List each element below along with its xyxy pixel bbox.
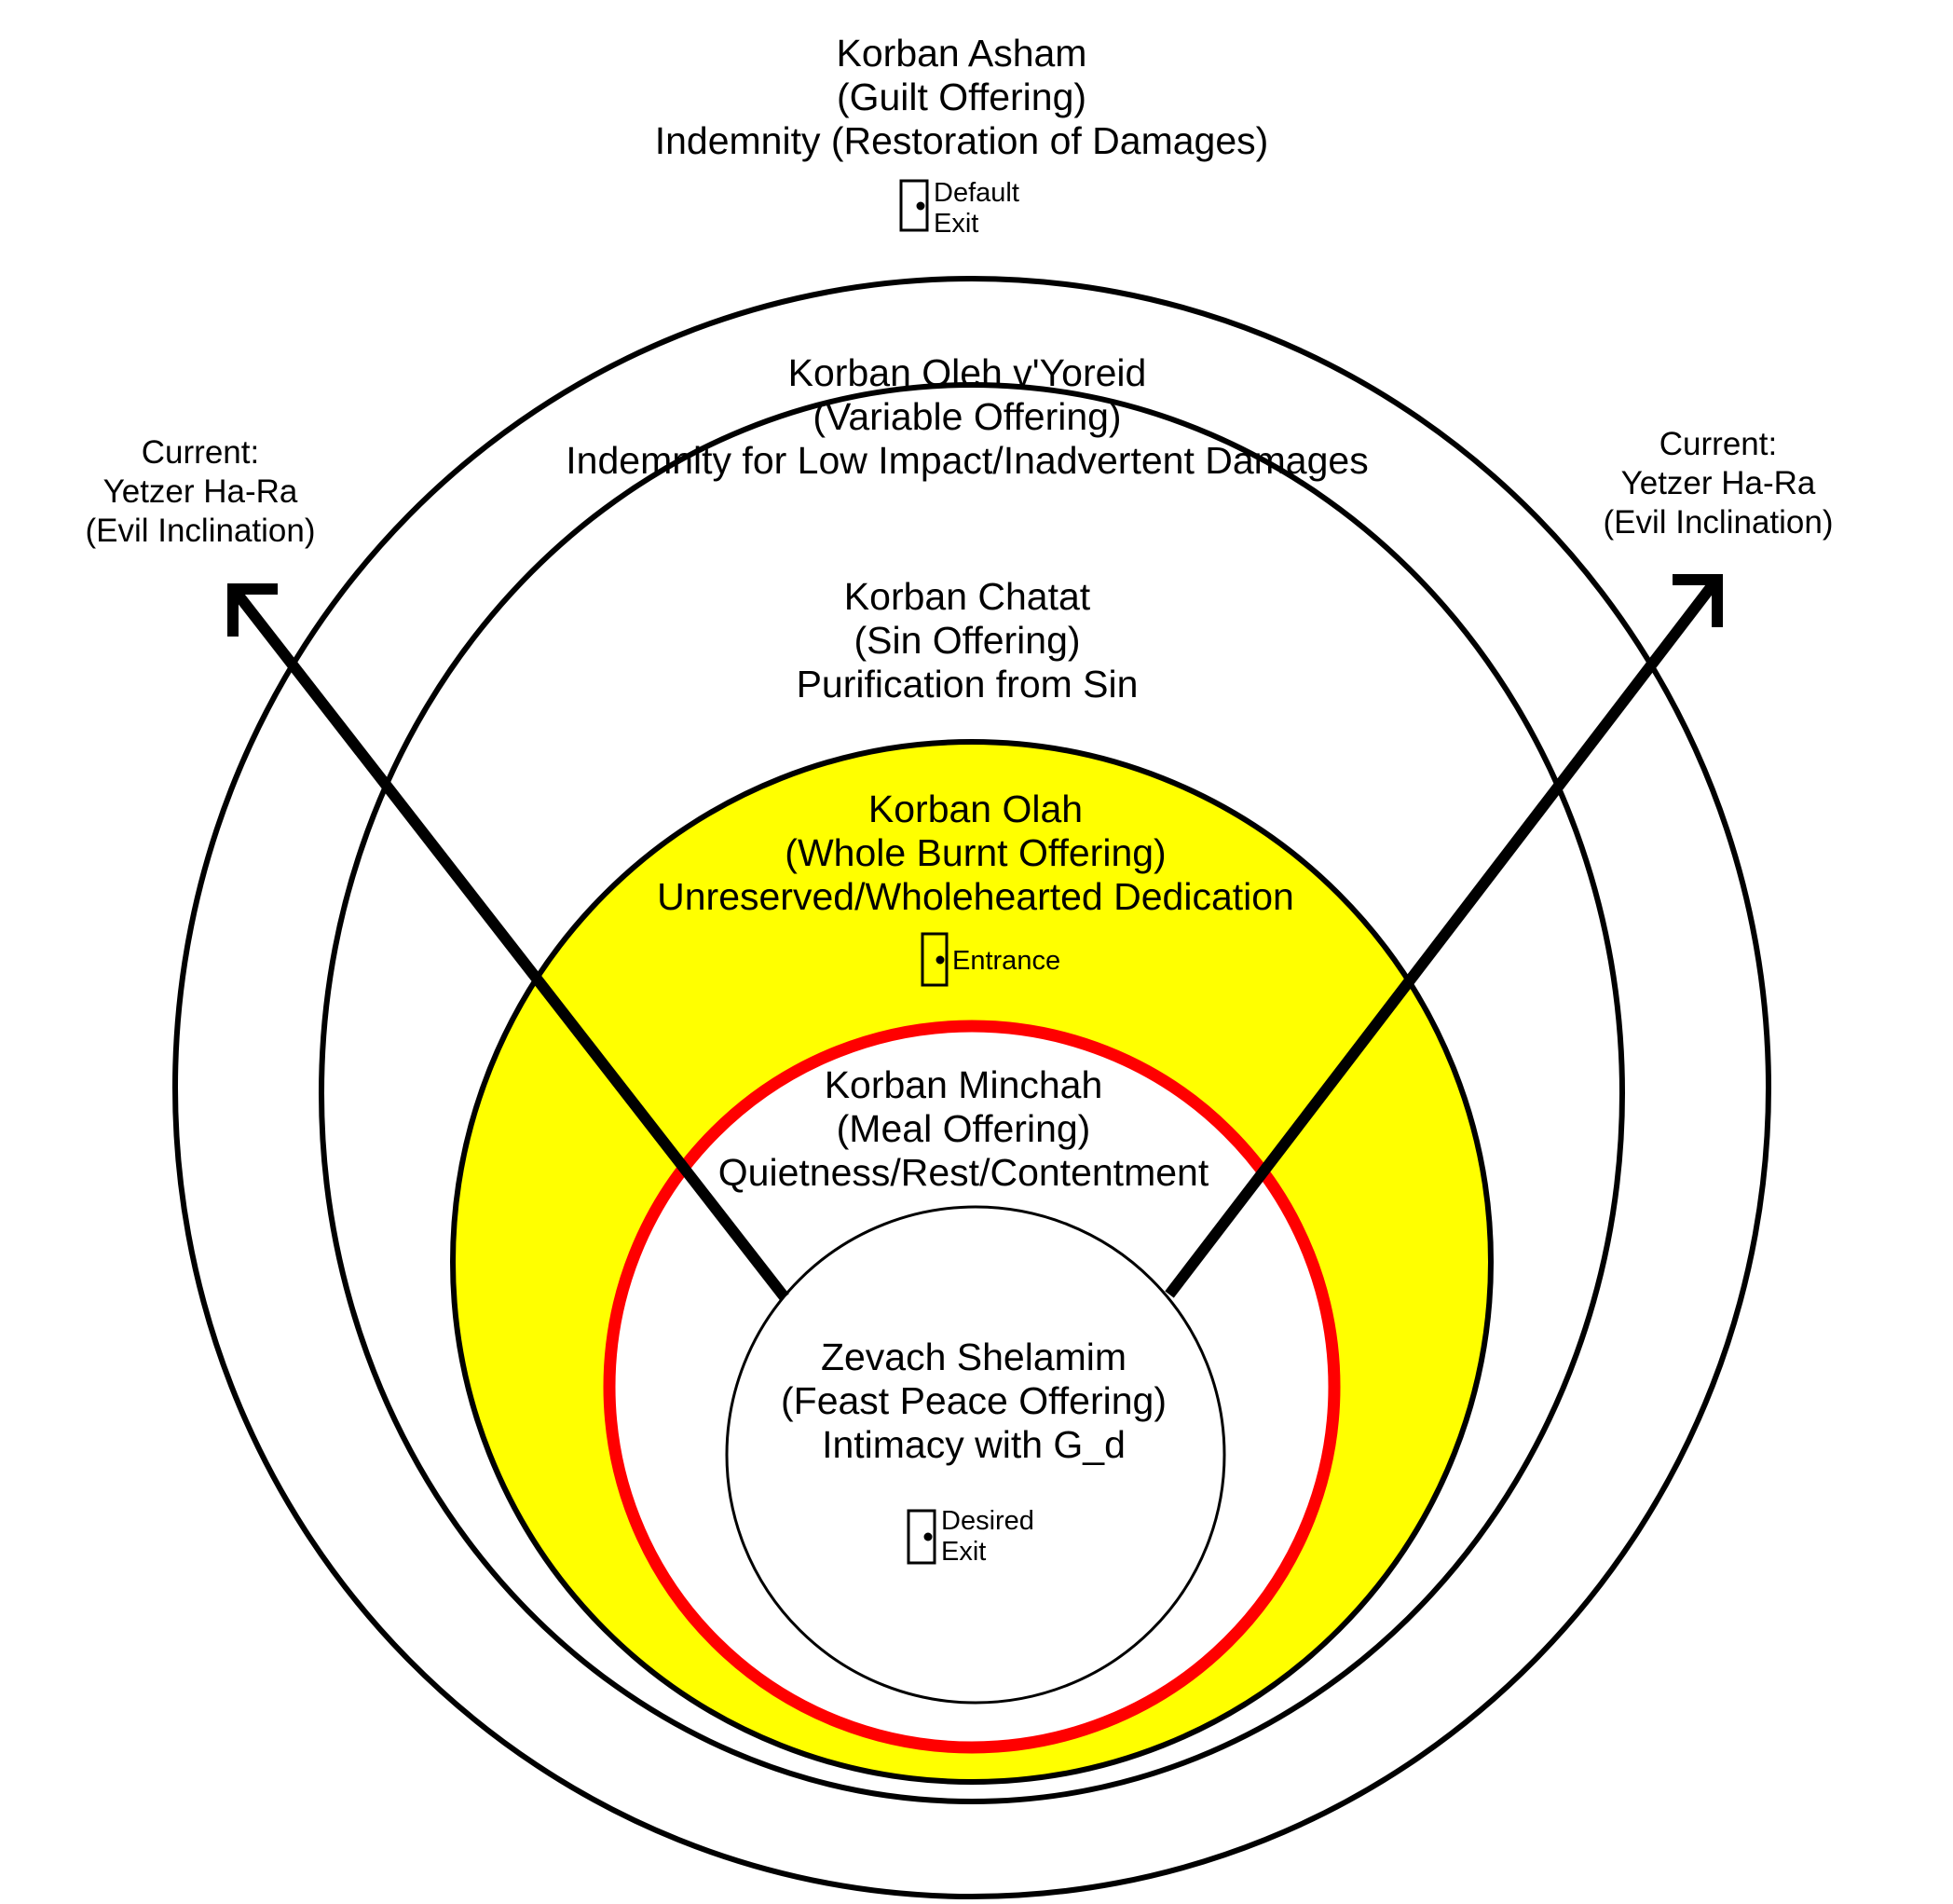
arrow-left-shaft <box>231 588 789 1301</box>
chatat-description: Purification from Sin <box>797 663 1139 705</box>
current-right-label: Current: Yetzer Ha-Ra (Evil Inclination) <box>1603 426 1833 541</box>
oleh-subtitle: (Variable Offering) <box>813 395 1121 438</box>
shelamim-label: Zevach Shelamim (Feast Peace Offering) I… <box>781 1336 1167 1567</box>
oleh-description: Indemnity for Low Impact/Inadvertent Dam… <box>566 439 1368 482</box>
olah-label: Korban Olah (Whole Burnt Offering) Unres… <box>657 788 1294 976</box>
minchah-description: Quietness/Rest/Contentment <box>718 1151 1209 1194</box>
asham-door-label-1: Default <box>934 178 1019 208</box>
shelamim-door-label-1: Desired <box>941 1506 1034 1536</box>
asham-label: Korban Asham (Guilt Offering) Indemnity … <box>655 32 1269 239</box>
olah-door-label: Entrance <box>952 946 1060 976</box>
current-right-line2: Yetzer Ha-Ra <box>1621 465 1816 501</box>
door-icon <box>899 179 929 232</box>
shelamim-door-label-2: Exit <box>941 1537 986 1567</box>
oleh-title: Korban Oleh v'Yoreid <box>788 351 1147 394</box>
minchah-label: Korban Minchah (Meal Offering) Quietness… <box>718 1063 1209 1194</box>
oleh-label: Korban Oleh v'Yoreid (Variable Offering)… <box>566 351 1368 482</box>
minchah-title: Korban Minchah <box>825 1063 1103 1106</box>
asham-subtitle: (Guilt Offering) <box>837 75 1086 118</box>
ring-shelamim <box>725 1205 1226 1705</box>
asham-description: Indemnity (Restoration of Damages) <box>655 119 1269 162</box>
chatat-title: Korban Chatat <box>844 575 1091 618</box>
minchah-subtitle: (Meal Offering) <box>837 1107 1091 1150</box>
asham-door-label-2: Exit <box>934 209 978 239</box>
current-left-label: Current: Yetzer Ha-Ra (Evil Inclination) <box>85 434 315 549</box>
door-icon <box>907 1509 936 1565</box>
rings <box>172 276 1771 1899</box>
chatat-subtitle: (Sin Offering) <box>854 619 1080 662</box>
chatat-label: Korban Chatat (Sin Offering) Purificatio… <box>797 575 1139 705</box>
arrow-right <box>1165 574 1723 1298</box>
olah-subtitle: (Whole Burnt Offering) <box>785 831 1166 874</box>
current-left-line1: Current: <box>142 434 259 471</box>
door-icon <box>921 932 949 987</box>
arrow-right-head <box>1673 574 1723 627</box>
current-right-line3: (Evil Inclination) <box>1603 504 1833 541</box>
shelamim-subtitle: (Feast Peace Offering) <box>781 1379 1167 1422</box>
arrow-right-shaft <box>1165 579 1719 1298</box>
olah-description: Unreserved/Wholehearted Dedication <box>657 875 1294 918</box>
asham-title: Korban Asham <box>837 32 1087 75</box>
shelamim-title: Zevach Shelamim <box>821 1336 1127 1378</box>
arrow-left-head <box>227 583 278 637</box>
olah-title: Korban Olah <box>868 788 1083 830</box>
current-left-line2: Yetzer Ha-Ra <box>103 473 298 510</box>
current-left-line3: (Evil Inclination) <box>85 513 315 549</box>
shelamim-description: Intimacy with G_d <box>822 1423 1126 1466</box>
arrow-left <box>227 583 789 1301</box>
current-right-line1: Current: <box>1659 426 1777 462</box>
